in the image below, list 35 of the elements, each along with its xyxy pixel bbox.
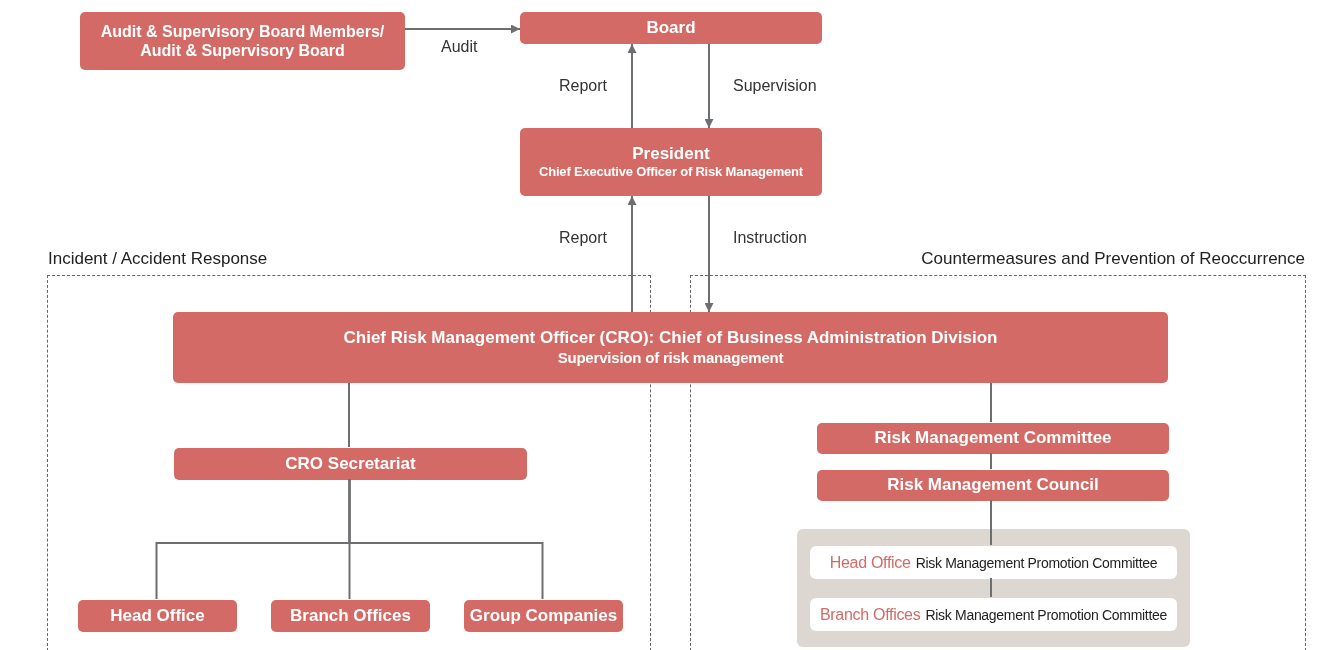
organization-box: Head Office [78,600,237,632]
organization-box: Risk Management Council [817,470,1169,501]
organization-box: Audit & Supervisory Board Members/ Audit & Supervisory Board [80,12,405,70]
office-name: Branch Offices [819,605,921,624]
arrow [627,43,637,129]
connector-line [990,577,992,598]
connector-line [990,382,992,423]
connector-line [348,382,350,448]
committee-box [810,546,1177,579]
arrow [404,24,521,34]
arrow [627,195,637,313]
region-heading: Incident / Accident Response [48,249,268,269]
organization-box: Chief Risk Management Officer (CRO): Chief of Business Administration Division Supervision of risk management [173,312,1168,383]
organization-box: Risk Management Committee [817,423,1169,454]
organization-box: Branch Offices [271,600,430,632]
edge-label: Audit [441,38,478,56]
committee-box [810,598,1177,631]
connector-line [990,499,992,546]
arrow [704,43,714,129]
arrow [704,195,714,313]
edge-label: Report [559,229,608,247]
edge-label: Report [559,77,608,95]
edge-label: Supervision [733,77,817,95]
committee-name: Risk Management Promotion Committee [915,554,1158,571]
committee-name: Risk Management Promotion Committee [925,606,1168,623]
organization-box: Group Companies [464,600,623,632]
organization-box: CRO Secretariat [174,448,527,480]
office-name: Head Office [829,553,911,572]
organization-box: President Chief Executive Officer of Risk Management [520,128,822,196]
group-panel [797,529,1190,647]
connector-line [348,478,544,600]
edge-label: Instruction [733,229,807,247]
connector-line [990,452,992,470]
organization-box: Board [520,12,822,44]
region-heading: Countermeasures and Prevention of Reoccurrence [921,249,1305,269]
